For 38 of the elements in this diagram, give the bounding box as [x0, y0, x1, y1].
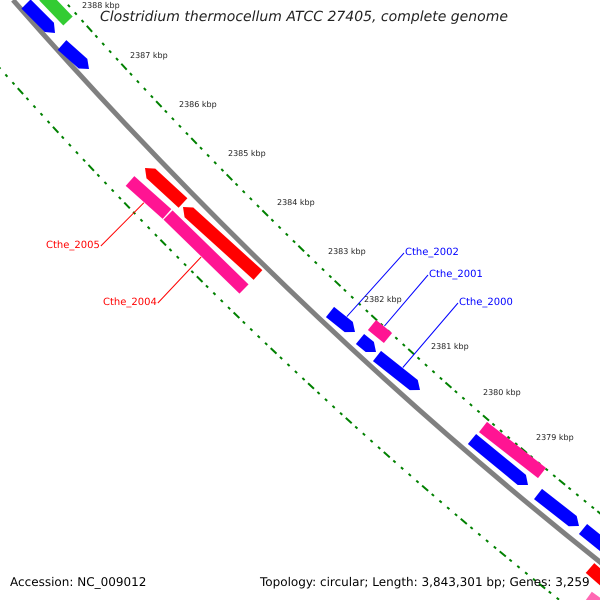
- genome-info: Accession: NC_009012: [10, 575, 146, 589]
- leader-line: [157, 256, 202, 304]
- gene-label: Cthe_2004: [103, 297, 157, 309]
- gene-block: [145, 168, 188, 208]
- gene-label: Cthe_2005: [46, 240, 100, 252]
- gene-bar: [163, 210, 249, 294]
- scale-tick-label: 2386 kbp: [179, 100, 217, 110]
- leader-line: [100, 202, 144, 246]
- gene-block: [372, 350, 420, 390]
- gene-block: [58, 40, 89, 69]
- scale-tick-label: 2388 kbp: [82, 1, 120, 10]
- gene-label: Cthe_2000: [459, 297, 513, 309]
- gene-label: Cthe_2001: [429, 269, 483, 281]
- leader-line: [346, 252, 404, 318]
- title: Clostridium thermocellum ATCC 27405, complete genome: [100, 9, 508, 26]
- scale-tick-label: 2382 kbp: [364, 295, 402, 305]
- gene-block: [468, 434, 528, 485]
- leader-line: [384, 274, 428, 327]
- scale-tick-label: 2379 kbp: [536, 433, 574, 443]
- gene-label: Cthe_2002: [405, 247, 459, 259]
- gene-bar: [584, 592, 600, 600]
- gene-block: [183, 207, 262, 280]
- leader-line: [402, 302, 458, 368]
- scale-tick-label: 2381 kbp: [431, 342, 469, 352]
- scale-tick-label: 2383 kbp: [328, 247, 366, 257]
- scale-tick-label: 2384 kbp: [277, 198, 315, 208]
- gene-bar: [578, 524, 600, 552]
- scale-tick-label: 2380 kbp: [483, 388, 521, 398]
- gene-bar: [39, 0, 73, 26]
- gene-block: [326, 306, 355, 332]
- gene-block: [534, 488, 579, 526]
- scale-tick-label: 2385 kbp: [228, 149, 266, 159]
- gene-block: [356, 334, 376, 352]
- scale-tick-label: 2387 kbp: [130, 51, 168, 61]
- genome-info: Topology: circular; Length: 3,843,301 bp; Genes: 3,259: [260, 575, 590, 589]
- gene-block: [21, 0, 55, 33]
- gene-bar: [126, 176, 172, 219]
- gene-bar: [368, 320, 392, 344]
